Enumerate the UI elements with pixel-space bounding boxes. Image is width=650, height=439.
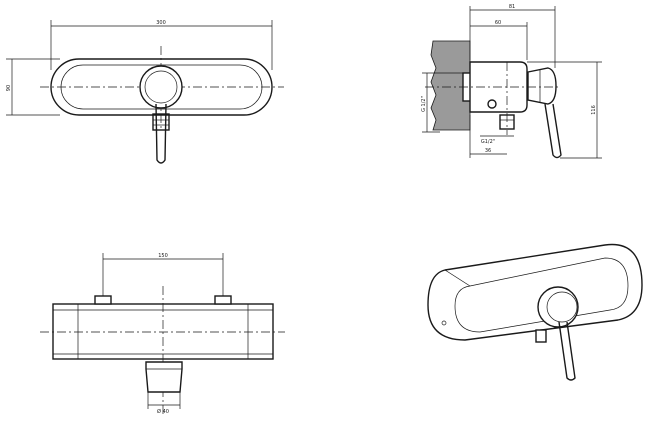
bottom-outlet-label: Ø 40 (157, 408, 169, 415)
front-height-label: 90 (6, 85, 12, 91)
side-body-screw (487, 99, 497, 109)
side-depth-label: 81 (509, 4, 515, 10)
front-width-label: 300 (156, 20, 166, 26)
side-thread-label: G 1/2" (421, 96, 427, 112)
mixer-body-outline (50, 58, 273, 116)
side-view: 81 60 116 G 1/2" G1/2" 36 (421, 4, 602, 159)
side-outlet-label: G1/2" (481, 139, 495, 145)
lever-knob-outer (139, 65, 183, 109)
inlet-left (94, 295, 112, 305)
perspective-front-face (454, 257, 629, 333)
bottom-view: 150 Ø 40 (40, 253, 285, 415)
perspective-body (427, 243, 643, 341)
side-lever-handle (544, 103, 562, 159)
perspective-handle (558, 321, 576, 381)
lever-handle (155, 103, 167, 164)
perspective-knob (537, 286, 579, 328)
side-height-label: 116 (591, 105, 597, 115)
bottom-spacing-label: 150 (158, 253, 168, 259)
outlet-connector (152, 113, 170, 131)
side-outlet-offset-label: 36 (485, 148, 491, 154)
perspective-outlet (535, 329, 547, 343)
lever-knob-inner (144, 70, 178, 104)
side-lever-cap (527, 67, 557, 105)
side-inner-label: 60 (495, 20, 501, 26)
bottom-outlet (145, 361, 183, 393)
perspective-view (427, 243, 643, 381)
front-view: 300 90 (6, 20, 284, 164)
inlet-right (214, 295, 232, 305)
